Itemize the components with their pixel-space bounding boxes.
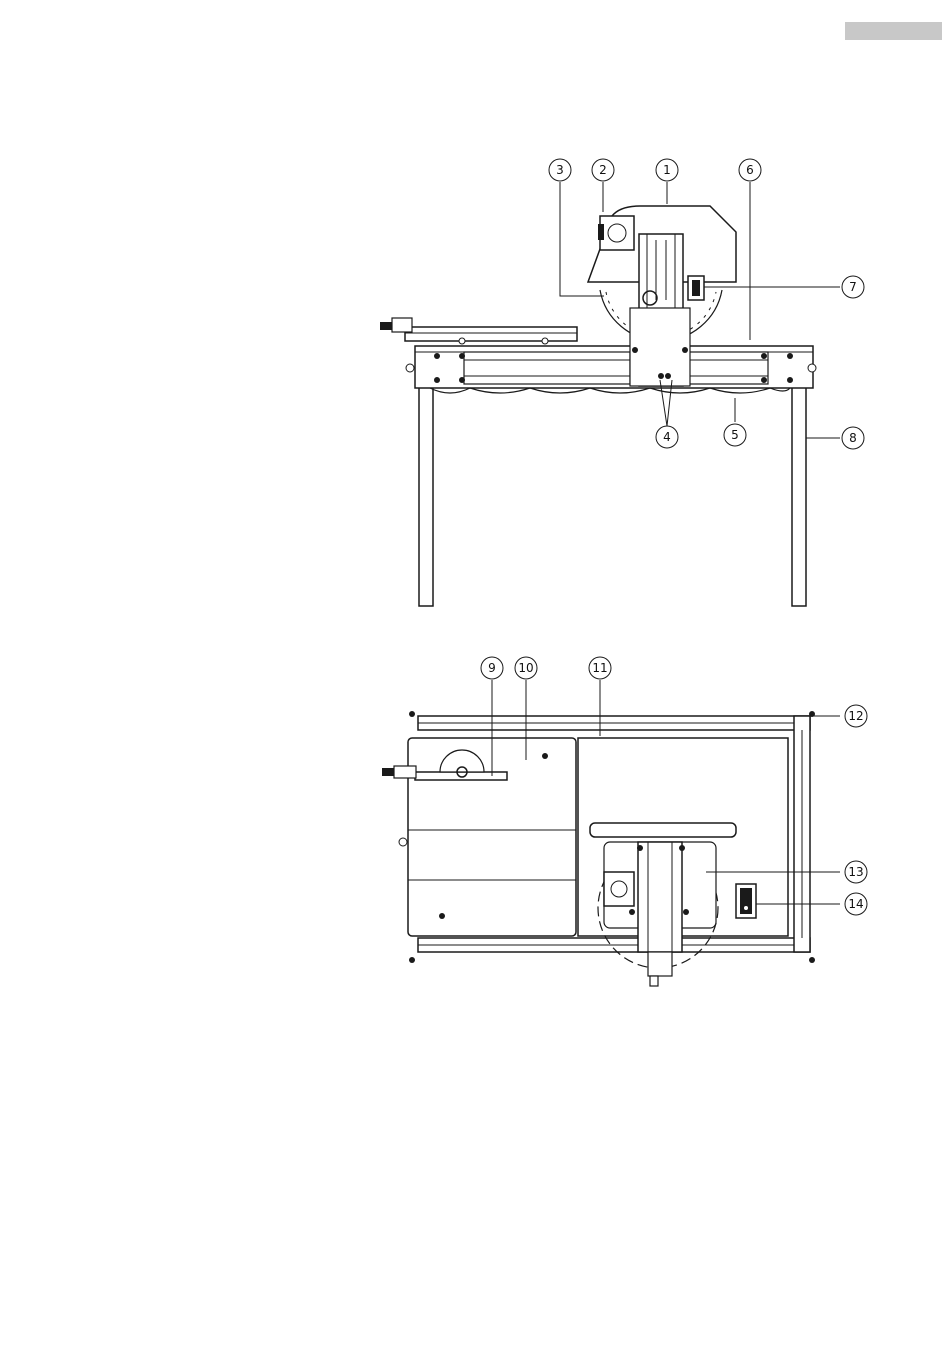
motor <box>600 216 634 250</box>
callout-5: 5 <box>724 424 746 446</box>
callout-12: 12 <box>845 705 867 727</box>
callout-9: 9 <box>481 657 503 679</box>
callout-11: 11 <box>589 657 611 679</box>
svg-text:12: 12 <box>848 709 863 723</box>
svg-text:10: 10 <box>518 661 533 675</box>
front-view: 3 2 1 6 7 4 5 8 <box>380 159 864 606</box>
sliding-table <box>405 327 577 341</box>
callout-13: 13 <box>845 861 867 883</box>
svg-text:11: 11 <box>592 661 607 675</box>
callout-4: 4 <box>656 426 678 448</box>
callout-8: 8 <box>842 427 864 449</box>
svg-text:3: 3 <box>556 163 564 177</box>
angle-guide <box>415 772 507 780</box>
svg-text:7: 7 <box>849 280 857 294</box>
svg-text:13: 13 <box>848 865 863 879</box>
left-rail <box>464 352 630 384</box>
right-leg <box>792 386 806 606</box>
callout-14: 14 <box>845 893 867 915</box>
callout-3: 3 <box>549 159 571 181</box>
motor-top <box>604 872 634 906</box>
svg-text:8: 8 <box>849 431 857 445</box>
svg-text:9: 9 <box>488 661 496 675</box>
callout-2: 2 <box>592 159 614 181</box>
svg-text:2: 2 <box>599 163 607 177</box>
svg-text:5: 5 <box>731 428 739 442</box>
top-view: 9 10 11 12 13 14 <box>382 657 867 986</box>
svg-text:6: 6 <box>746 163 754 177</box>
left-leg <box>419 386 433 606</box>
front-callouts: 3 2 1 6 7 4 5 8 <box>549 159 864 449</box>
blade-guard-top <box>590 823 736 837</box>
svg-text:14: 14 <box>848 897 863 911</box>
cutting-head-top <box>638 842 682 952</box>
callout-6: 6 <box>739 159 761 181</box>
svg-text:4: 4 <box>663 430 671 444</box>
callout-10: 10 <box>515 657 537 679</box>
callout-7: 7 <box>842 276 864 298</box>
right-rail <box>688 352 768 384</box>
callout-1: 1 <box>656 159 678 181</box>
svg-text:1: 1 <box>663 163 671 177</box>
